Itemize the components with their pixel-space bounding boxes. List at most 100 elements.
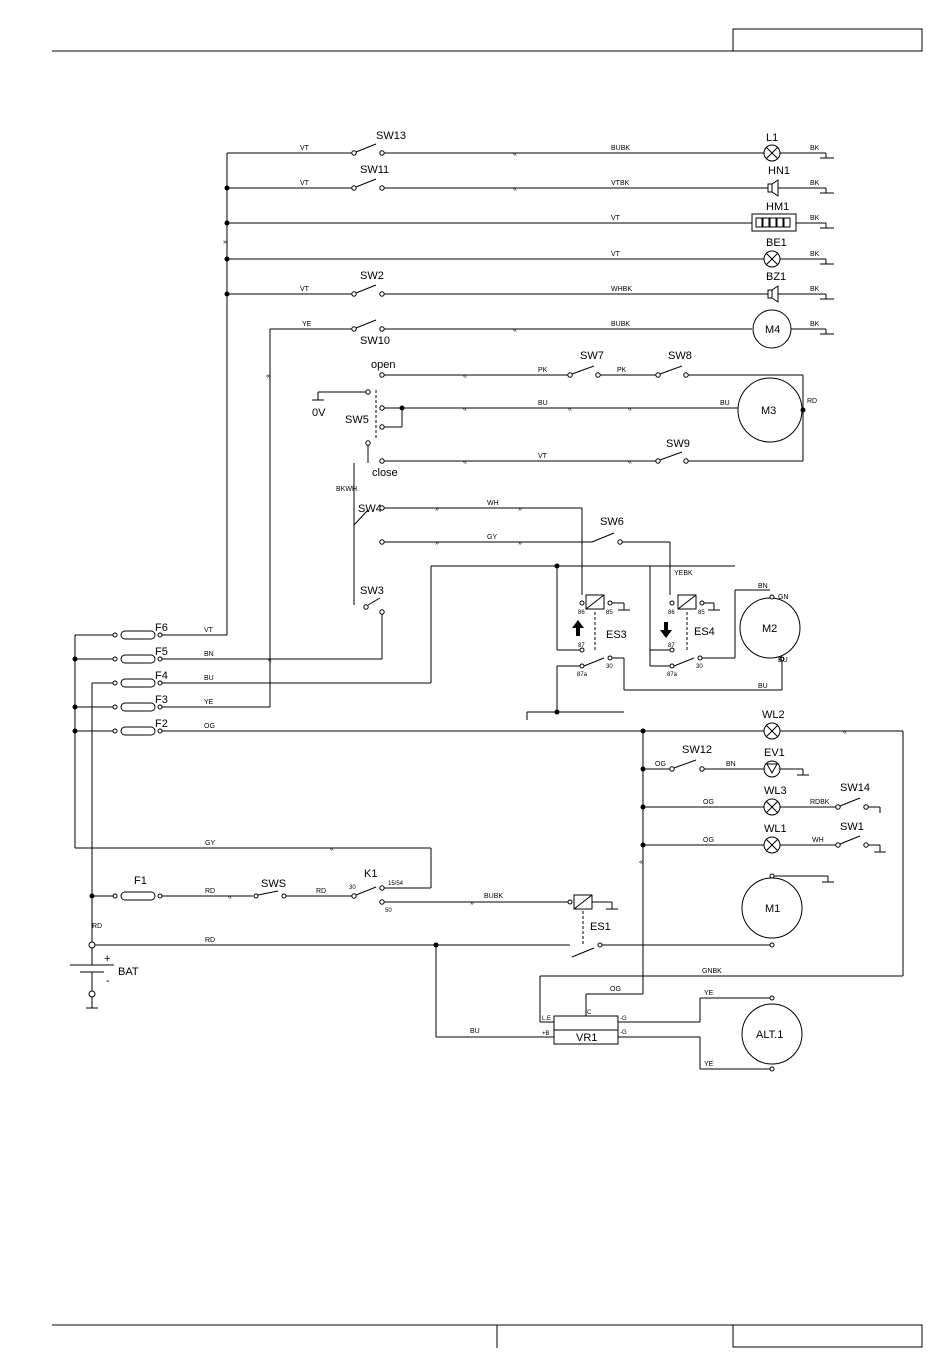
wire-label: RDBK: [810, 799, 830, 806]
pin-label: -G: [620, 1030, 627, 1036]
arrow-mark: »: [518, 506, 522, 513]
f5-label: F5: [155, 646, 168, 658]
wire-label: BK: [810, 286, 820, 293]
wire-label: BK: [810, 215, 820, 222]
wire-label: VT: [300, 180, 310, 187]
hm1-hourmeter-icon: [751, 213, 797, 232]
up-arrow-icon: [572, 620, 584, 636]
pin-label: 30: [606, 664, 613, 670]
wire-label: GN: [778, 594, 789, 601]
wire-label: YE: [704, 990, 714, 997]
pin-label: -G: [620, 1016, 627, 1022]
wire-label: OG: [703, 837, 714, 844]
sw4-label: SW4: [358, 503, 382, 515]
arrow-mark: «: [628, 406, 632, 413]
m2-circuit: BKWH SW4 WH » » GY » » SW6 YEBK SW3: [162, 463, 801, 720]
sw1-label: SW1: [840, 821, 864, 833]
pin-label: 87: [668, 643, 675, 649]
arrow-mark: «: [228, 894, 232, 901]
sw6-label: SW6: [600, 516, 624, 528]
wire-label: VT: [611, 251, 621, 258]
pin-label: 85: [606, 610, 613, 616]
wire-label: PK: [617, 367, 627, 374]
arrow-mark: «: [463, 373, 467, 380]
warning-lamps: « WL2 « OG SW12 BN EV1 OG: [639, 709, 904, 994]
vr1-label: VR1: [576, 1032, 597, 1044]
arrow-mark: «: [513, 327, 517, 334]
f6-label: F6: [155, 622, 168, 634]
alt1-alternator-icon: [741, 1003, 803, 1065]
wl2-lamp-icon: [763, 722, 781, 740]
es4-label: ES4: [694, 626, 715, 638]
wire-label: OG: [610, 986, 621, 993]
arrow-mark: »: [223, 239, 227, 246]
pin-label: 15/54: [388, 881, 404, 887]
sw14-label: SW14: [840, 782, 870, 794]
close-label: close: [372, 467, 398, 479]
wire-label: VT: [611, 215, 621, 222]
es1-label: ES1: [590, 921, 611, 933]
wire-label: OG: [703, 799, 714, 806]
f3-label: F3: [155, 694, 168, 706]
pin-label: 86: [578, 610, 585, 616]
charging-circuit: GNBK OG VR1 L.E +B C -G -G BU YE YE ALT.…: [435, 945, 903, 1072]
ev1-label: EV1: [764, 747, 785, 759]
arrow-mark: «: [330, 846, 334, 853]
wire-label: BU: [470, 1028, 480, 1035]
sw2-label: SW2: [360, 270, 384, 282]
fuse-block: F6 VT F5 BN « F4 BU F3 YE F2 OG: [72, 622, 764, 945]
pin-label: 86: [668, 610, 675, 616]
wire-label: VTBK: [611, 180, 630, 187]
arrow-mark: «: [628, 459, 632, 466]
arrow-mark: «: [513, 186, 517, 193]
wire-label: VT: [204, 627, 214, 634]
wire-label: RD: [316, 888, 326, 895]
wire-label: BUBK: [484, 893, 503, 900]
wire-label: BU: [538, 400, 548, 407]
be1-lamp-icon: [763, 250, 781, 268]
wl3-label: WL3: [764, 785, 787, 797]
wire-label: YE: [302, 321, 312, 328]
pin-label: 87a: [577, 672, 588, 678]
m3-circuit: open PK « SW7 PK SW8 0V SW5 BU BU: [312, 350, 817, 479]
wire-label: RD: [807, 398, 817, 405]
wire-label: WH: [812, 837, 824, 844]
pin-label: 30: [696, 664, 703, 670]
arrow-mark: «: [513, 151, 517, 158]
hn1-label: HN1: [768, 165, 790, 177]
wire-label: VT: [300, 286, 310, 293]
wire-label: RD: [205, 888, 215, 895]
wire-label: OG: [655, 761, 666, 768]
wire-label: VT: [538, 453, 548, 460]
arrow-mark: «: [463, 459, 467, 466]
pin-label: L.E: [542, 1016, 551, 1022]
wire-label: BK: [810, 180, 820, 187]
wire-label: BN: [758, 583, 768, 590]
f2-label: F2: [155, 718, 168, 730]
footer-box: [732, 1324, 923, 1348]
sw12-label: SW12: [682, 744, 712, 756]
wire-label: VT: [300, 145, 310, 152]
down-arrow-icon: [660, 622, 672, 638]
arrow-mark: »: [518, 540, 522, 547]
open-label: open: [371, 359, 395, 371]
arrow-mark: »: [470, 900, 474, 907]
f1-label: F1: [134, 875, 147, 887]
wire-label: BU: [758, 683, 768, 690]
arrow-mark: «: [266, 373, 270, 380]
es3-relay-coil-icon: [585, 594, 605, 610]
arrow-mark: «: [268, 657, 272, 664]
sw7-label: SW7: [580, 350, 604, 362]
l1-lamp-icon: [763, 144, 781, 162]
es3-label: ES3: [606, 629, 627, 641]
wire-label: YE: [204, 699, 214, 706]
pin-label: 50: [385, 908, 392, 914]
wl1-lamp-icon: [763, 836, 781, 854]
m3-label: M3: [761, 405, 776, 417]
wire-label: YEBK: [674, 570, 693, 577]
arrow-mark: «: [843, 729, 847, 736]
pin-label: 85: [698, 610, 705, 616]
battery-minus-label: -: [106, 975, 110, 987]
wire-label: PK: [538, 367, 548, 374]
